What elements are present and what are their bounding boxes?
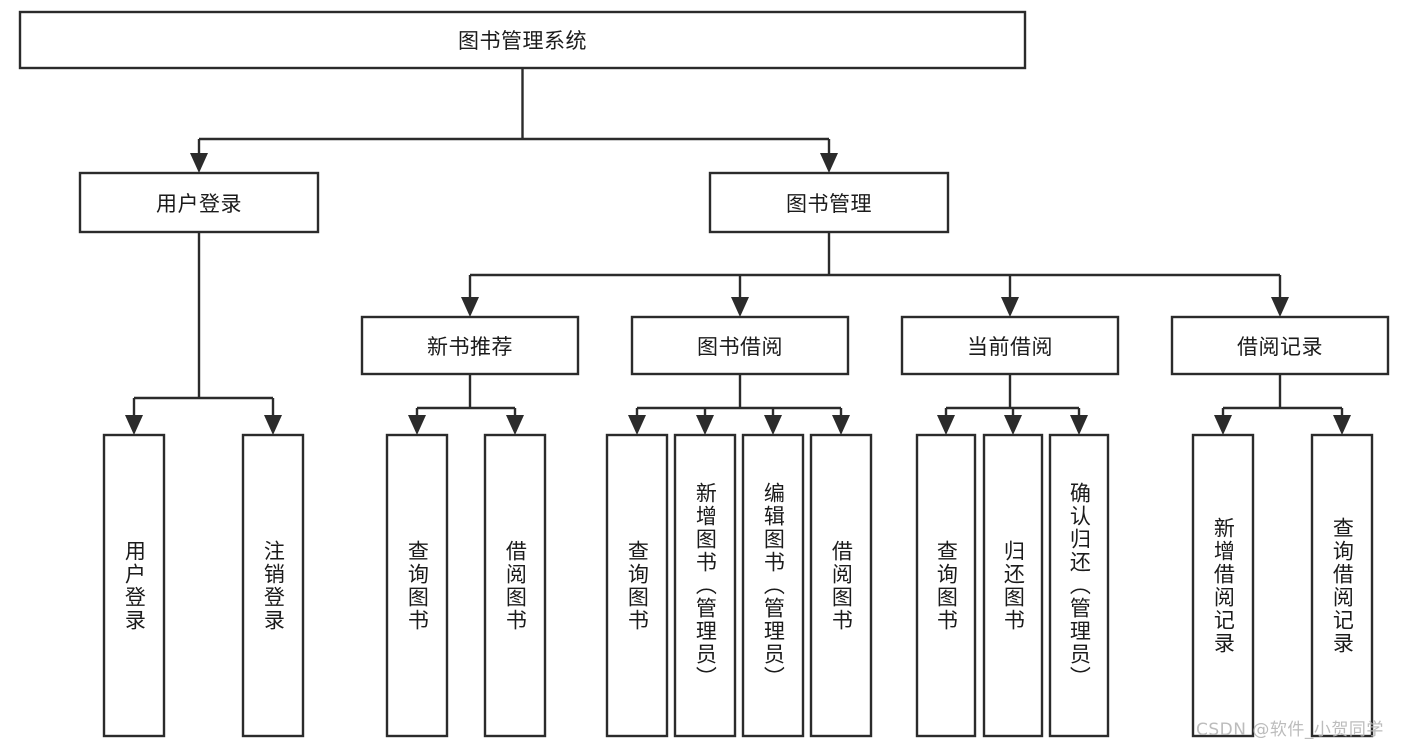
arrow-head-icon	[408, 415, 426, 435]
arrow-head-icon	[731, 297, 749, 317]
node-box-root[interactable]	[18, 10, 1027, 70]
node-box-current-borrow[interactable]	[900, 315, 1120, 376]
arrow-head-icon	[1004, 415, 1022, 435]
arrow-head-icon	[628, 415, 646, 435]
node-box-leaf-return-book[interactable]	[982, 433, 1044, 738]
arrow-head-icon	[1001, 297, 1019, 317]
node-box-leaf-borrow-book-new[interactable]	[483, 433, 547, 738]
node-box-leaf-add-book[interactable]	[673, 433, 737, 738]
arrow-head-icon	[696, 415, 714, 435]
node-box-leaf-borrow-book[interactable]	[809, 433, 873, 738]
node-box-leaf-query-book-current[interactable]	[915, 433, 977, 738]
node-box-leaf-confirm-return[interactable]	[1048, 433, 1110, 738]
arrow-head-icon	[1214, 415, 1232, 435]
arrow-head-icon	[461, 297, 479, 317]
node-box-leaf-add-record[interactable]	[1191, 433, 1255, 738]
node-box-borrow-record[interactable]	[1170, 315, 1390, 376]
arrow-head-icon	[832, 415, 850, 435]
node-box-leaf-query-record[interactable]	[1310, 433, 1374, 738]
node-box-layer	[18, 10, 1390, 738]
node-box-leaf-edit-book[interactable]	[741, 433, 805, 738]
arrow-head-icon	[764, 415, 782, 435]
arrow-head-icon	[506, 415, 524, 435]
watermark-text: CSDN @软件_小贺同学	[1196, 720, 1384, 740]
node-box-leaf-query-book-borrow[interactable]	[605, 433, 669, 738]
node-box-leaf-user-login[interactable]	[102, 433, 166, 738]
arrow-head-icon	[937, 415, 955, 435]
arrow-head-icon	[190, 153, 208, 173]
arrow-head-icon	[125, 415, 143, 435]
node-box-book-management[interactable]	[708, 171, 950, 234]
node-box-book-borrow[interactable]	[630, 315, 850, 376]
node-box-leaf-logout[interactable]	[241, 433, 305, 738]
arrow-head-icon	[820, 153, 838, 173]
arrow-head-icon	[1271, 297, 1289, 317]
node-box-leaf-query-book-new[interactable]	[385, 433, 449, 738]
connector-layer	[125, 68, 1351, 435]
node-box-new-book-recommend[interactable]	[360, 315, 580, 376]
node-box-user-login[interactable]	[78, 171, 320, 234]
arrow-head-icon	[1333, 415, 1351, 435]
arrow-head-icon	[264, 415, 282, 435]
arrow-head-icon	[1070, 415, 1088, 435]
